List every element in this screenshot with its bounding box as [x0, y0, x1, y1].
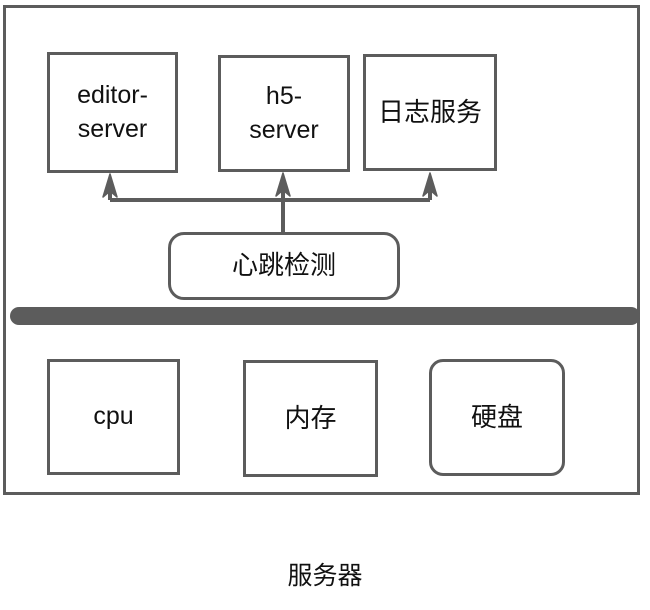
node-editor-server[interactable]: editor- server	[47, 52, 178, 173]
hardware-divider-bar	[10, 307, 640, 325]
node-h5-server[interactable]: h5- server	[218, 55, 350, 172]
diagram-caption: 服务器	[287, 562, 363, 590]
node-cpu[interactable]: cpu	[47, 359, 180, 475]
node-disk[interactable]: 硬盘	[429, 359, 565, 476]
node-memory[interactable]: 内存	[243, 360, 378, 477]
node-log-service[interactable]: 日志服务	[363, 54, 497, 171]
node-heartbeat-detection[interactable]: 心跳检测	[168, 232, 400, 300]
